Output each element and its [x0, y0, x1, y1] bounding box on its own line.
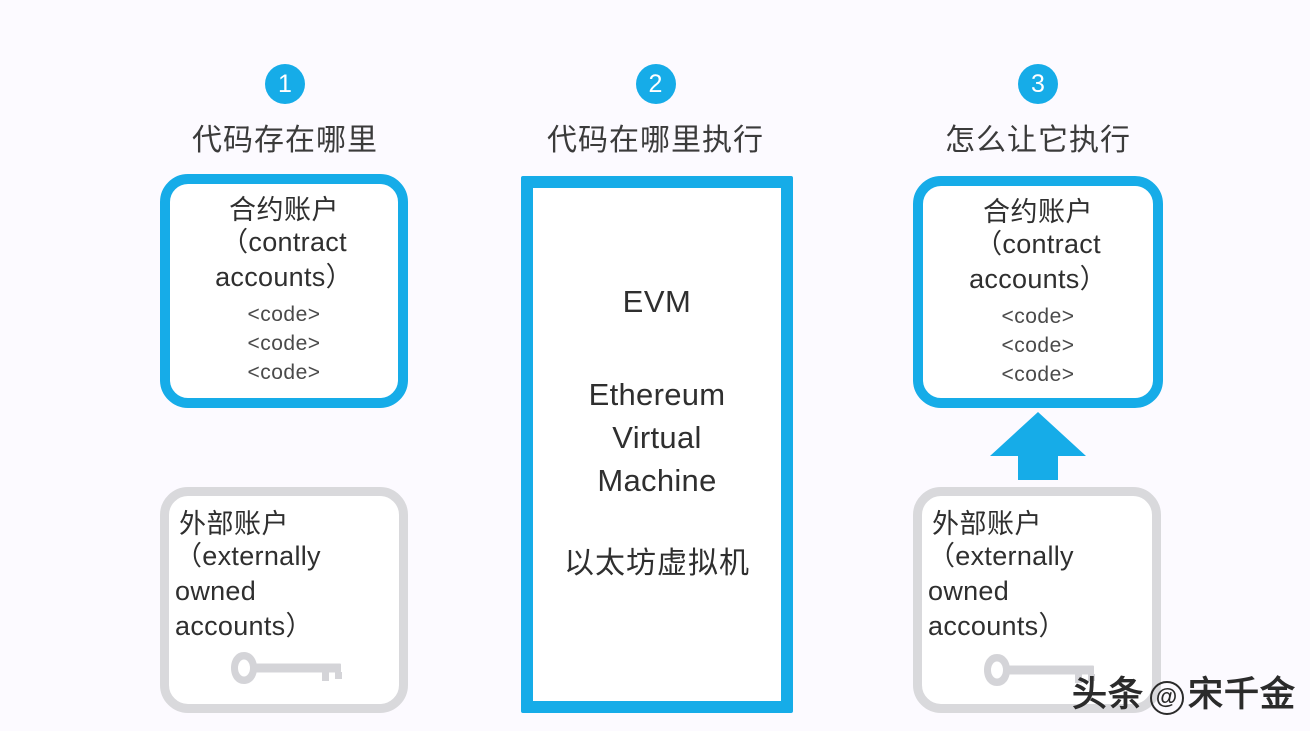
- contract-account-card-1: 合约账户 （contract accounts） <code> <code> <…: [160, 174, 408, 408]
- code-line-3: <code>: [1001, 363, 1075, 387]
- eoa-card-en-line3-1: accounts）: [175, 611, 313, 642]
- contract-card-en-line1-1: （contract: [221, 227, 347, 258]
- watermark-at-icon: @: [1149, 681, 1184, 715]
- contract-account-card-3: 合约账户 （contract accounts） <code> <code> <…: [913, 176, 1163, 408]
- watermark-handle: 宋千金: [1187, 675, 1296, 714]
- contract-card-title-cn-3: 合约账户: [983, 197, 1093, 227]
- evm-abbreviation: EVM: [622, 284, 692, 319]
- contract-card-title-cn-1: 合约账户: [229, 195, 339, 225]
- eoa-card-title-cn-1: 外部账户: [179, 509, 289, 539]
- contract-code-lines-3: <code> <code> <code>: [1001, 303, 1074, 390]
- external-account-card-1: 外部账户 （externally owned accounts）: [160, 487, 408, 713]
- eoa-card-en-line2-1: owned: [175, 576, 257, 607]
- column-execution-trigger: 3 怎么让它执行 合约账户 （contract accounts） <code>…: [893, 0, 1183, 731]
- evm-chinese-name: 以太坊虚拟机: [564, 547, 750, 581]
- contract-card-en-line1-3: （contract: [975, 229, 1101, 260]
- step-badge-3: 3: [1018, 64, 1058, 104]
- code-line-1: <code>: [1001, 305, 1075, 329]
- column-title-3: 怎么让它执行: [945, 124, 1131, 157]
- contract-card-en-line2-3: accounts）: [969, 264, 1107, 295]
- arrow-up-icon: [990, 412, 1086, 480]
- code-line-2: <code>: [1001, 334, 1075, 358]
- eoa-card-en-line1-3: （externally: [928, 541, 1074, 572]
- eoa-card-title-cn-3: 外部账户: [932, 509, 1042, 539]
- external-account-card-3: 外部账户 （externally owned accounts）: [913, 487, 1161, 713]
- evm-full-line1: Ethereum: [588, 377, 726, 412]
- watermark-prefix: 头条: [1071, 675, 1144, 714]
- column-title-1: 代码存在哪里: [192, 124, 378, 157]
- evm-full-line2: Virtual: [612, 419, 702, 455]
- key-icon: [984, 654, 1095, 686]
- key-icon: [231, 652, 342, 684]
- step-badge-2: 2: [635, 64, 676, 104]
- eoa-card-en-line1-1: （externally: [175, 541, 321, 572]
- column-code-location: 1 代码存在哪里 合约账户 （contract accounts） <code>…: [140, 0, 430, 731]
- evm-full-line3: Machine: [597, 462, 717, 498]
- watermark: 头条@宋千金: [1072, 666, 1296, 717]
- contract-card-title-en-3: （contract accounts）: [969, 227, 1107, 297]
- contract-card-en-line2-1: accounts）: [215, 262, 353, 293]
- contract-code-lines-1: <code> <code> <code>: [247, 301, 320, 388]
- column-code-execution: 2 代码在哪里执行 EVM Ethereum Virtual Machine 以…: [508, 0, 803, 731]
- step-badge-1: 1: [265, 64, 305, 104]
- eoa-card-en-line2-3: owned: [928, 576, 1010, 607]
- eoa-card-title-en-3: （externally owned accounts）: [922, 539, 1074, 644]
- code-line-2: <code>: [247, 332, 321, 356]
- code-line-1: <code>: [247, 303, 321, 327]
- contract-card-title-en-1: （contract accounts）: [215, 225, 353, 295]
- column-title-2: 代码在哪里执行: [547, 124, 764, 157]
- eoa-card-en-line3-3: accounts）: [928, 611, 1066, 642]
- eoa-card-title-en-1: （externally owned accounts）: [169, 539, 321, 644]
- code-line-3: <code>: [247, 361, 321, 385]
- evm-box: EVM Ethereum Virtual Machine 以太坊虚拟机: [521, 176, 793, 713]
- evm-full-name: Ethereum Virtual Machine: [589, 374, 726, 502]
